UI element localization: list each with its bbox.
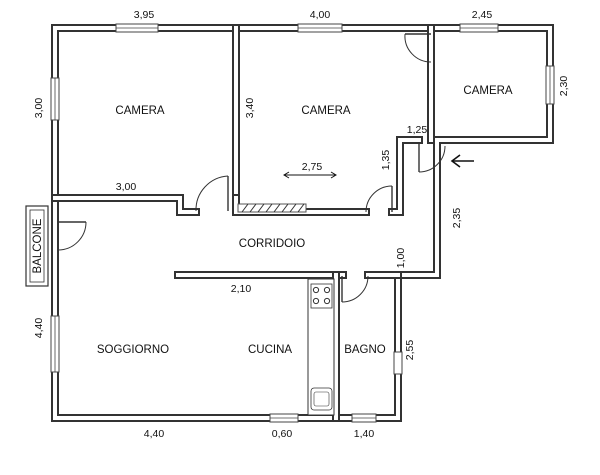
sink xyxy=(310,387,333,411)
balcony xyxy=(25,205,49,287)
dim-left-camera-1: 3,00 xyxy=(33,98,45,119)
dim-top-camera-1: 3,95 xyxy=(134,9,155,21)
door-soggiorno xyxy=(57,221,87,251)
room-label-soggiorno: SOGGIORNO xyxy=(97,344,169,356)
door-camera2 xyxy=(365,185,393,213)
dim-corridor-wall: 2,10 xyxy=(231,283,252,295)
window-bagno-right xyxy=(393,351,403,375)
dim-camera-2-right: 1,35 xyxy=(380,150,392,171)
room-label-bagno: BAGNO xyxy=(344,344,386,356)
windows xyxy=(50,23,555,423)
door-entrance xyxy=(418,142,446,173)
kitchen-counter xyxy=(307,278,335,416)
dim-left-soggiorno: 4,40 xyxy=(33,318,45,339)
room-label-camera-2: CAMERA xyxy=(301,105,351,117)
walls xyxy=(51,24,554,422)
window-cucina-bottom xyxy=(269,413,299,423)
cooktop xyxy=(310,283,333,309)
dim-camera-1-bottom: 3,00 xyxy=(116,181,137,193)
closet-hatch xyxy=(237,203,307,213)
dim-corridor-right-inner: 1,00 xyxy=(395,248,407,269)
window-camera3-right xyxy=(545,65,555,105)
wall-camera1-bottom xyxy=(51,194,200,216)
dim-top-camera-3: 2,45 xyxy=(472,9,493,21)
room-label-camera-3: CAMERA xyxy=(463,85,513,97)
dim-right-bagno: 2,55 xyxy=(404,340,416,361)
door-camera3 xyxy=(404,33,432,63)
room-label-camera-1: CAMERA xyxy=(115,105,165,117)
window-bagno-bottom xyxy=(351,413,377,423)
window-soggiorno-left xyxy=(50,315,60,373)
dim-right-corridor: 2,35 xyxy=(451,208,463,229)
dim-top-camera-2: 4,00 xyxy=(310,9,331,21)
room-labels: CAMERA CAMERA CAMERA CORRIDOIO SOGGIORNO… xyxy=(32,85,513,356)
dim-bottom-cucina: 0,60 xyxy=(272,428,293,440)
window-camera1-top xyxy=(115,23,159,33)
room-label-cucina: CUCINA xyxy=(248,344,292,356)
window-camera1-left xyxy=(50,77,60,121)
dim-camera-3-bottom: 1,25 xyxy=(407,124,428,136)
room-label-corridoio: CORRIDOIO xyxy=(239,238,306,250)
entrance-arrow-icon xyxy=(450,154,474,168)
dim-left-camera-2: 3,40 xyxy=(244,98,256,119)
dim-bottom-soggiorno: 4,40 xyxy=(144,428,165,440)
dim-bottom-bagno: 1,40 xyxy=(354,428,375,440)
doors xyxy=(57,33,446,303)
dim-camera-2-inner: 2,75 xyxy=(302,161,323,173)
wall-camera2-right xyxy=(388,136,423,216)
dim-right-camera-3: 2,30 xyxy=(558,76,570,97)
door-bagno xyxy=(341,275,369,303)
window-camera3-top xyxy=(459,23,499,33)
door-camera1 xyxy=(195,175,229,212)
window-camera2-top xyxy=(297,23,343,33)
dimension-arrow xyxy=(283,171,337,179)
dimension-labels: 3,95 4,00 2,45 3,00 3,40 2,30 1,25 2,75 … xyxy=(33,9,570,440)
room-label-balcone: BALCONE xyxy=(32,218,44,273)
